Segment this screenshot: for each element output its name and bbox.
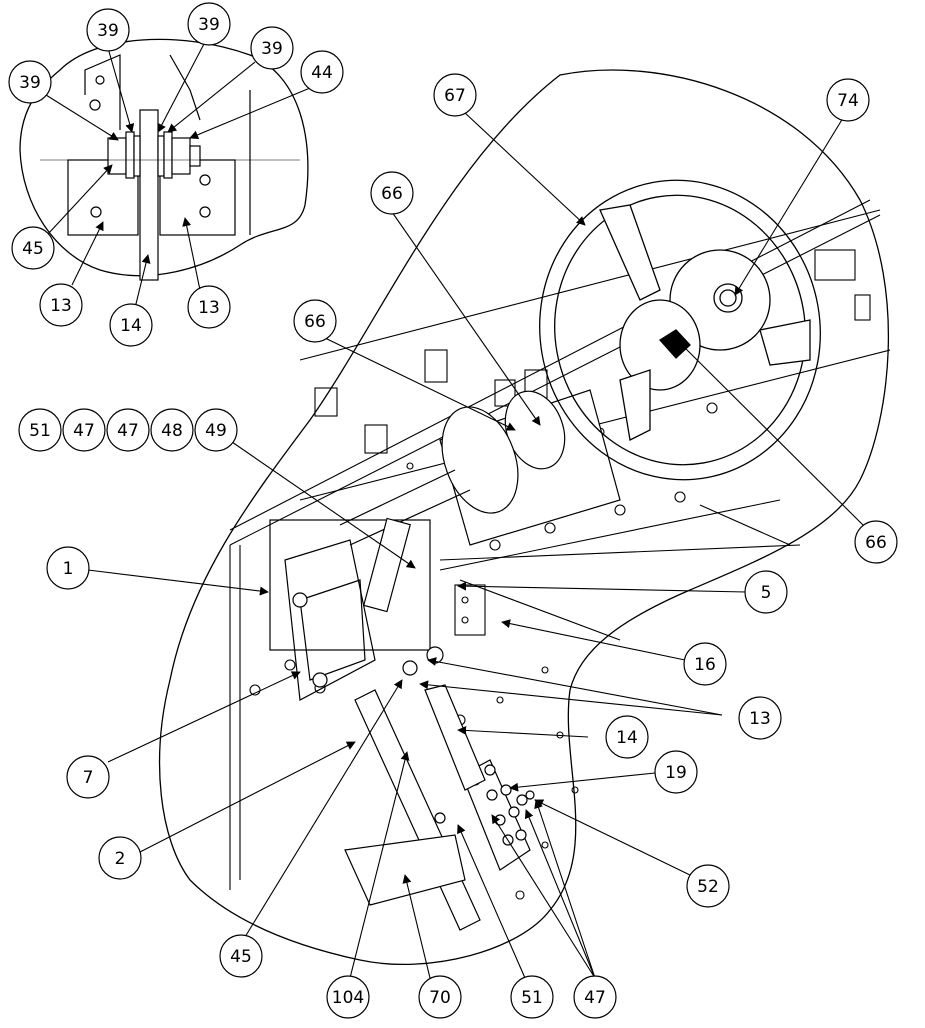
callout-label: 52: [697, 877, 719, 897]
callout-detail-13a: 13: [39, 283, 83, 327]
callout-104: 104: [326, 975, 370, 1019]
callout-14: 14: [605, 715, 649, 759]
steering-column: [269, 389, 621, 651]
callout-66-mid: 66: [293, 299, 337, 343]
callout-label: 7: [83, 768, 94, 788]
callout-52: 52: [686, 864, 730, 908]
detail-view-hinge: [19, 38, 309, 281]
callout-label: 13: [749, 709, 771, 729]
callout-label: 47: [73, 421, 95, 441]
callout-detail-39d: 39: [250, 26, 294, 70]
callout-label: 49: [205, 421, 227, 441]
callout-label: 2: [115, 849, 126, 869]
callout-stack: 51 47 47 48 49: [18, 408, 238, 452]
callout-66-top: 66: [370, 171, 414, 215]
callout-detail-39c: 39: [187, 2, 231, 46]
callout-label: 67: [444, 86, 466, 106]
steering-wheel: [539, 179, 821, 481]
callout-label: 44: [311, 63, 333, 83]
callout-label: 5: [761, 583, 772, 603]
column-bracket: [269, 519, 431, 651]
callout-label: 48: [161, 421, 183, 441]
callout-label: 45: [230, 947, 252, 967]
callout-51: 51: [510, 975, 554, 1019]
callout-detail-39b: 39: [86, 8, 130, 52]
detail-view-boundary: [19, 38, 309, 277]
callout-label: 66: [381, 184, 403, 204]
callout-label: 47: [117, 421, 139, 441]
callout-label: 19: [665, 763, 687, 783]
callout-label: 104: [332, 988, 364, 1008]
callout-label: 47: [584, 988, 606, 1008]
floor-panel: [249, 499, 801, 900]
callout-stack-48: 48: [150, 408, 194, 452]
callout-7: 7: [66, 755, 110, 799]
callout-66-right: 66: [854, 520, 898, 564]
callout-label: 66: [304, 312, 326, 332]
callout-stack-47a: 47: [62, 408, 106, 452]
callout-label: 14: [616, 728, 638, 748]
callout-47: 47: [573, 975, 617, 1019]
detail-nut: [171, 137, 191, 175]
callout-label: 51: [521, 988, 543, 1008]
callout-stack-47b: 47: [106, 408, 150, 452]
detail-bolt-head: [107, 137, 127, 175]
callout-label: 70: [429, 988, 451, 1008]
callout-67: 67: [433, 73, 477, 117]
callout-label: 14: [120, 316, 142, 336]
callout-label: 45: [22, 239, 44, 259]
pedal-assembly: [284, 517, 535, 931]
callout-5: 5: [744, 570, 788, 614]
main-view-boundary: [158, 69, 890, 966]
callout-13: 13: [738, 696, 782, 740]
callout-label: 16: [694, 655, 716, 675]
callout-label: 39: [97, 21, 119, 41]
callout-label: 39: [198, 15, 220, 35]
callout-label: 66: [865, 533, 887, 553]
callout-label: 13: [198, 298, 220, 318]
callout-19: 19: [654, 750, 698, 794]
detail-pedal-arm: [139, 109, 159, 281]
callout-stack-49: 49: [194, 408, 238, 452]
callout-label: 51: [29, 421, 51, 441]
callout-label: 1: [63, 559, 74, 579]
callout-16: 16: [683, 642, 727, 686]
callout-stack-51: 51: [18, 408, 62, 452]
callout-74: 74: [826, 78, 870, 122]
callout-detail-14: 14: [109, 303, 153, 347]
callout-2: 2: [98, 836, 142, 880]
callout-label: 13: [50, 296, 72, 316]
callout-detail-45: 45: [11, 226, 55, 270]
callout-label: 74: [837, 91, 859, 111]
callout-detail-39a: 39: [8, 60, 52, 104]
leader-lines: [45, 41, 867, 979]
callout-detail-13b: 13: [187, 285, 231, 329]
callout-45: 45: [219, 934, 263, 978]
callout-70: 70: [418, 975, 462, 1019]
callout-1: 1: [46, 546, 90, 590]
brake-pedal-pad: [344, 834, 466, 906]
callout-label: 39: [261, 39, 283, 59]
callout-label: 39: [19, 73, 41, 93]
callout-detail-44: 44: [300, 50, 344, 94]
